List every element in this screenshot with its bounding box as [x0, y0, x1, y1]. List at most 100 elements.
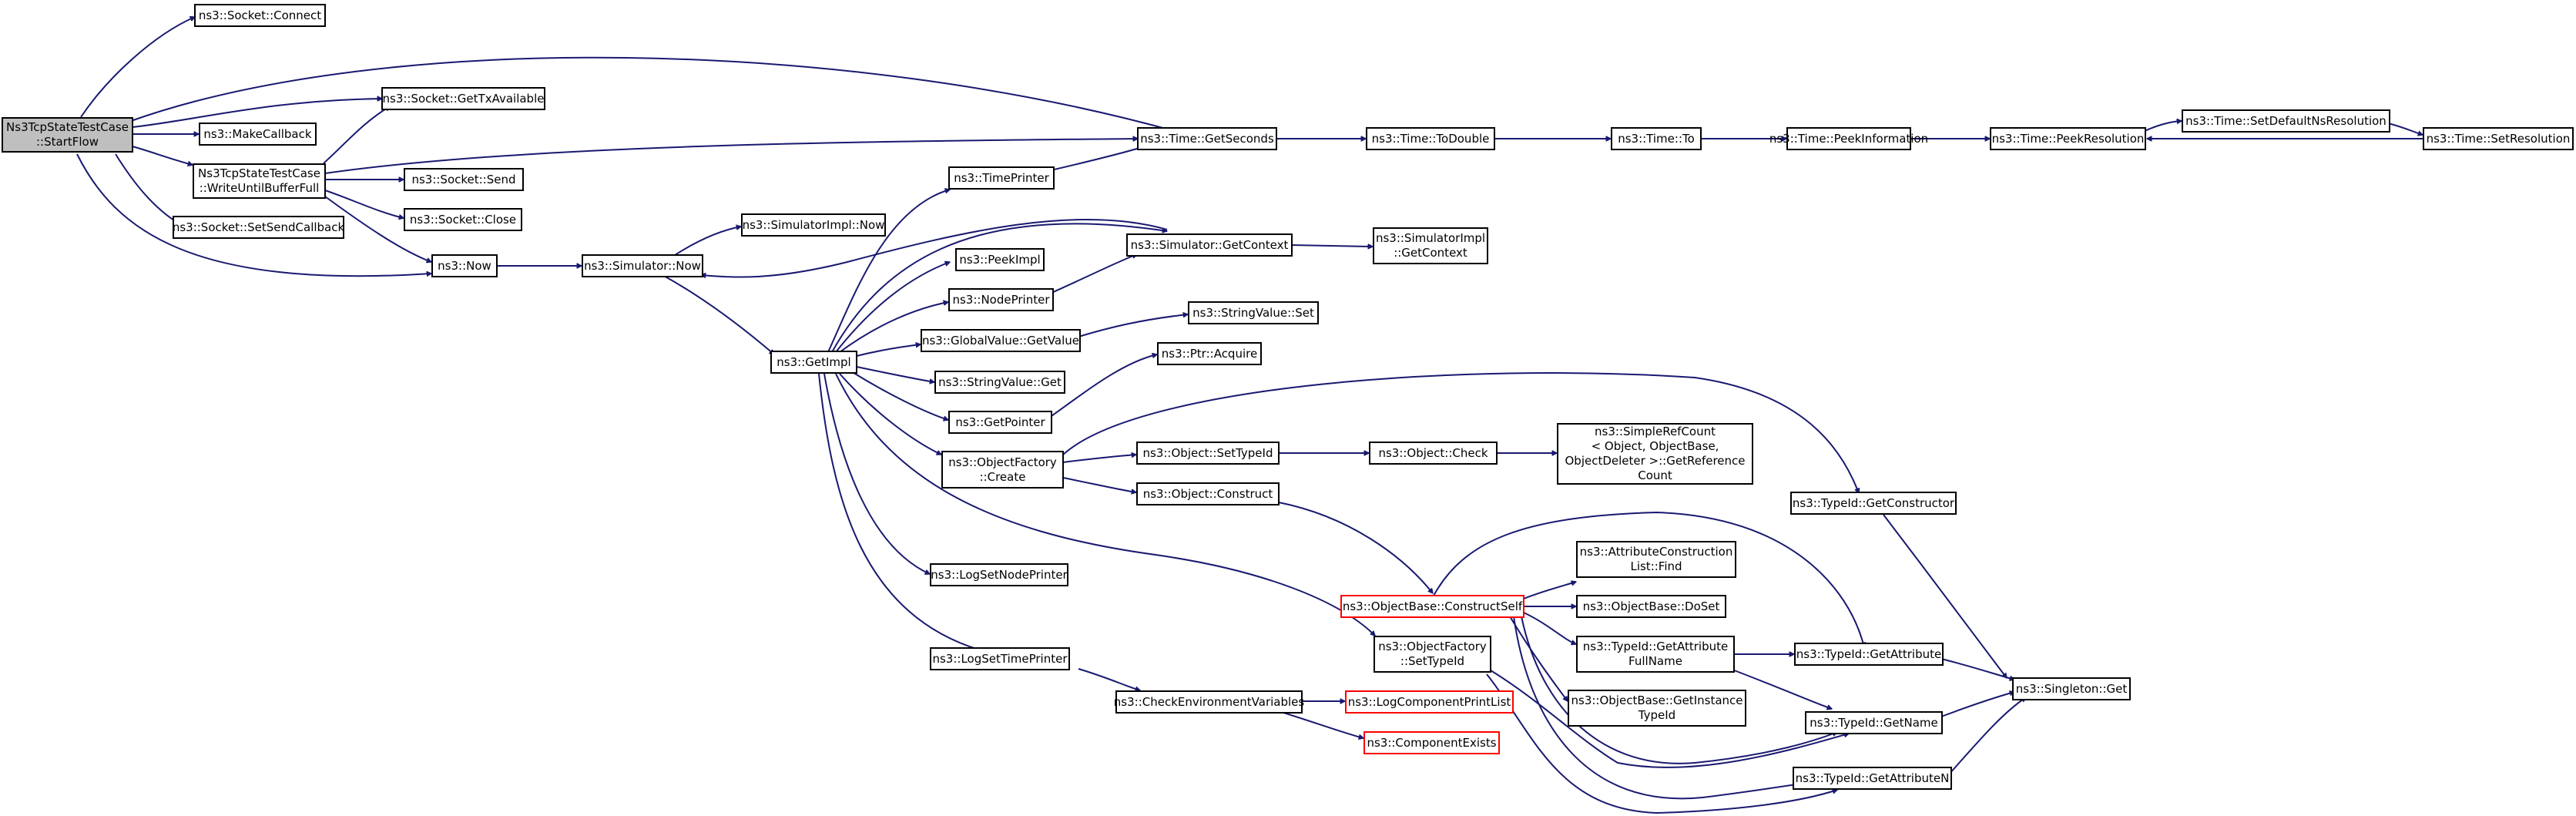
node-simulatorimpl-getcontext[interactable]: ns3::SimulatorImpl::GetContext [1373, 227, 1488, 264]
node-objectfactory-settypeid[interactable]: ns3::ObjectFactory::SetTypeId [1374, 636, 1491, 673]
node-peekimpl[interactable]: ns3::PeekImpl [955, 248, 1045, 271]
node-time-peekresolution[interactable]: ns3::Time::PeekResolution [1990, 127, 2146, 150]
node-stringvalue-set[interactable]: ns3::StringValue::Set [1188, 301, 1319, 324]
node-label-line: ns3::Socket::Connect [198, 8, 322, 22]
node-logsettimeprinter[interactable]: ns3::LogSetTimePrinter [930, 647, 1070, 670]
edge-getimpl-timeprinter [827, 190, 950, 353]
node-socket-close[interactable]: ns3::Socket::Close [404, 208, 522, 231]
node-objectbase-constructself[interactable]: ns3::ObjectBase::ConstructSelf [1340, 595, 1524, 618]
node-object-check[interactable]: ns3::Object::Check [1369, 442, 1498, 465]
node-label-line: ns3::LogSetNodePrinter [931, 567, 1068, 582]
edge-constructself-getname [1521, 616, 1837, 764]
node-label-line: ns3::Singleton::Get [2015, 681, 2128, 696]
node-label-line: ns3::TimePrinter [954, 170, 1049, 185]
edge-simnow-simimplnow [669, 227, 741, 259]
node-getimpl[interactable]: ns3::GetImpl [770, 351, 857, 374]
node-label-line: ns3::TypeId::GetConstructor [1792, 495, 1955, 510]
node-label-line: ns3::SimulatorImpl::Now [742, 217, 885, 232]
node-label-line: ns3::CheckEnvironmentVariables [1113, 694, 1305, 709]
edge-getattribute-singleton [1940, 658, 2014, 680]
node-globalvalue-getvalue[interactable]: ns3::GlobalValue::GetValue [921, 329, 1081, 352]
node-label-line: Count [1638, 468, 1672, 482]
edge-getconstructor-singleton [1883, 514, 2007, 678]
node-label-line: ns3::Socket::GetTxAvailable [382, 91, 545, 106]
node-typeid-getattributen[interactable]: ns3::TypeId::GetAttributeN [1793, 767, 1952, 790]
node-label-line: ns3::LogComponentPrintList [1347, 694, 1511, 709]
node-label-line: ns3::GetPointer [955, 415, 1045, 429]
node-label-line: ns3::Socket::Close [409, 212, 517, 227]
node-typeid-getname[interactable]: ns3::TypeId::GetName [1805, 711, 1943, 734]
node-label-line: ns3::SimpleRefCount [1595, 425, 1716, 438]
edge-fullname-getname [1717, 663, 1832, 709]
node-label-line: ns3::MakeCallback [203, 126, 312, 141]
node-label-line: ns3::TypeId::GetAttributeN [1795, 771, 1950, 785]
node-time-peekinformation[interactable]: ns3::Time::PeekInformation [1769, 127, 1928, 150]
node-simplerefcount[interactable]: ns3::SimpleRefCount< Object, ObjectBase,… [1557, 423, 1753, 485]
node-simulator-now[interactable]: ns3::Simulator::Now [582, 254, 703, 277]
node-label-line: ns3::TypeId::GetName [1810, 715, 1938, 730]
edge-getimpl-stringget [856, 366, 934, 382]
node-label-line: ::WriteUntilBufferFull [199, 181, 320, 195]
node-label-line: ns3::GlobalValue::GetValue [921, 333, 1080, 348]
edge-objfactorysettypeid-getname [1490, 670, 1849, 768]
edge-getcontext-simnow [701, 218, 1168, 277]
node-label-line: ns3::Time::SetResolution [2426, 131, 2571, 146]
node-typeid-getconstructor[interactable]: ns3::TypeId::GetConstructor [1790, 492, 1957, 515]
node-object-construct[interactable]: ns3::Object::Construct [1136, 482, 1280, 505]
node-objectfactory-create[interactable]: ns3::ObjectFactory::Create [941, 451, 1064, 489]
node-timeprinter[interactable]: ns3::TimePrinter [948, 166, 1055, 190]
node-socket-connect[interactable]: ns3::Socket::Connect [194, 4, 326, 27]
node-logcomponentprintlist[interactable]: ns3::LogComponentPrintList [1345, 690, 1514, 714]
node-now[interactable]: ns3::Now [431, 254, 498, 277]
node-time-setresolution[interactable]: ns3::Time::SetResolution [2423, 127, 2574, 150]
node-label-line: ns3::ComponentExists [1367, 735, 1497, 750]
edge-getimpl-peekimpl [835, 262, 950, 353]
node-simulatorimpl-now[interactable]: ns3::SimulatorImpl::Now [741, 213, 886, 237]
edge-getimpl-globalvalue [856, 344, 921, 357]
edge-peekresolution-setdefaultns [2144, 121, 2182, 132]
node-socket-gettxavailable[interactable]: ns3::Socket::GetTxAvailable [381, 87, 545, 110]
node-ptr-acquire[interactable]: ns3::Ptr::Acquire [1157, 342, 1262, 365]
node-time-getseconds[interactable]: ns3::Time::GetSeconds [1137, 127, 1277, 150]
edge-writeuntil-gettxavailable [323, 106, 390, 164]
edge-getattributen-singleton [1948, 697, 2026, 775]
node-singleton-get[interactable]: ns3::Singleton::Get [2012, 677, 2131, 700]
node-start-flow[interactable]: Ns3TcpStateTestCase::StartFlow [2, 117, 133, 153]
node-simulator-getcontext[interactable]: ns3::Simulator::GetContext [1126, 233, 1293, 257]
node-time-setdefaultnsresolution[interactable]: ns3::Time::SetDefaultNsResolution [2182, 109, 2390, 133]
node-getpointer[interactable]: ns3::GetPointer [948, 411, 1052, 434]
node-label-line: ns3::ObjectBase::DoSet [1582, 599, 1720, 613]
node-write-until-buffer-full[interactable]: Ns3TcpStateTestCase::WriteUntilBufferFul… [193, 163, 326, 199]
node-make-callback[interactable]: ns3::MakeCallback [199, 123, 317, 146]
node-checkenvironmentvariables[interactable]: ns3::CheckEnvironmentVariables [1113, 690, 1305, 714]
node-label-line: ::StartFlow [36, 135, 99, 149]
node-label-line: ns3::Time::SetDefaultNsResolution [2185, 113, 2386, 128]
node-nodeprinter[interactable]: ns3::NodePrinter [948, 288, 1054, 311]
node-stringvalue-get[interactable]: ns3::StringValue::Get [934, 371, 1065, 394]
node-label-line: List::Find [1630, 559, 1682, 573]
node-typeid-getattribute[interactable]: ns3::TypeId::GetAttribute [1794, 643, 1944, 666]
edge-constructself-fullname [1523, 612, 1576, 644]
node-objectbase-doset[interactable]: ns3::ObjectBase::DoSet [1576, 595, 1726, 618]
node-socket-send[interactable]: ns3::Socket::Send [404, 168, 524, 191]
node-label-line: ns3::Simulator::Now [584, 258, 701, 273]
node-time-todouble[interactable]: ns3::Time::ToDouble [1366, 127, 1495, 150]
edge-constructself-attrfind [1523, 582, 1576, 599]
edge-objfactorysettypeid-getattributen [1486, 673, 1837, 814]
edge-getname-singleton [1940, 692, 2014, 717]
node-label-line: TypeId [1638, 708, 1676, 722]
node-time-to[interactable]: ns3::Time::To [1611, 127, 1702, 150]
node-socket-setsendcallback[interactable]: ns3::Socket::SetSendCallback [173, 216, 344, 239]
edge-getimpl-getpointer [850, 371, 948, 420]
node-logsetnodeprinter[interactable]: ns3::LogSetNodePrinter [930, 563, 1068, 586]
node-object-settypeid[interactable]: ns3::Object::SetTypeId [1136, 442, 1280, 465]
edge-startflow-setsendcallback [115, 153, 179, 224]
node-componentexists[interactable]: ns3::ComponentExists [1363, 731, 1500, 754]
edge-simnow-getimpl [662, 274, 774, 354]
node-label-line: ns3::ObjectFactory [1378, 640, 1487, 653]
edge-construct-constructself [1278, 502, 1433, 593]
